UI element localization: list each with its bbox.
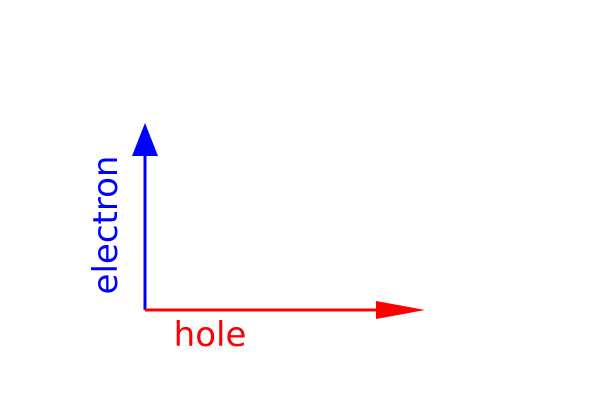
electron-label: electron: [86, 156, 126, 295]
hole-label: hole: [174, 315, 247, 355]
electron-arrow-head: [132, 123, 158, 156]
hole-arrow-head: [376, 301, 425, 319]
